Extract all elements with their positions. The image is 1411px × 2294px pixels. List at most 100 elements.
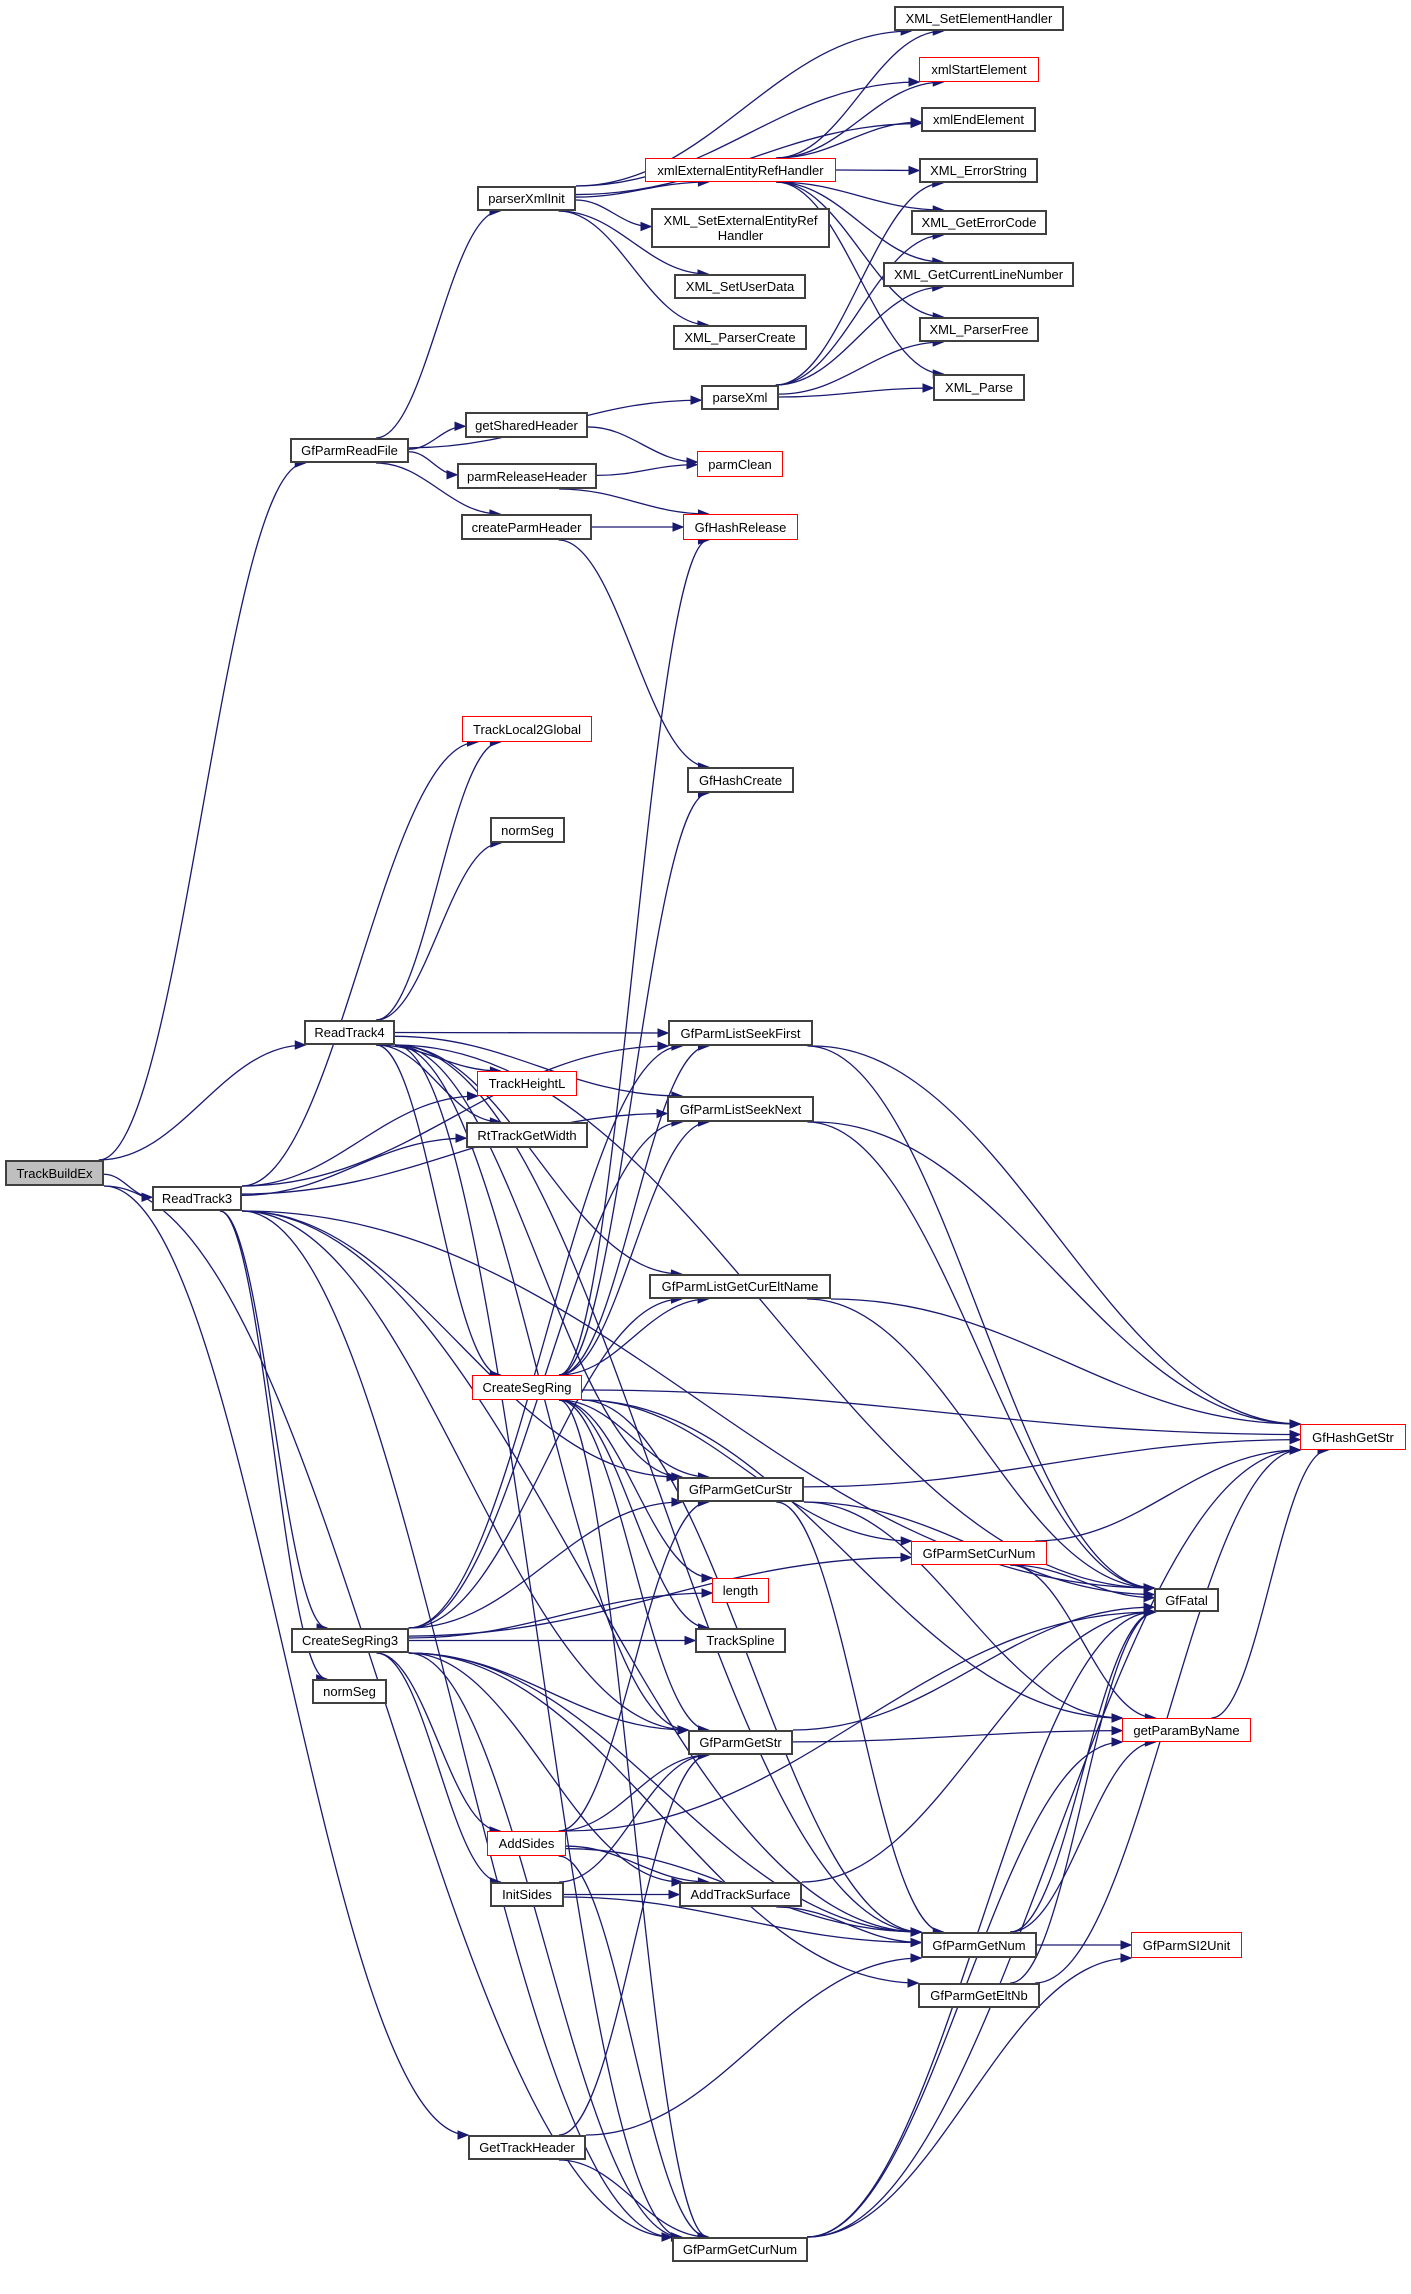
call-edge: [1035, 1449, 1301, 1542]
call-edge: [559, 1399, 709, 1629]
call-edge: [394, 1044, 682, 1275]
graph-node-gfparmgetnum[interactable]: GfParmGetNum: [921, 1932, 1037, 1958]
arrowhead-icon: [454, 421, 467, 432]
graph-node-xmlendelement[interactable]: xmlEndElement: [921, 107, 1036, 132]
graph-node-parsexml[interactable]: parseXml: [701, 385, 779, 410]
call-edge: [776, 1906, 922, 1944]
graph-node-gfhashrelease[interactable]: GfHashRelease: [683, 514, 798, 540]
call-edge: [803, 1501, 1123, 1719]
call-edge: [559, 1399, 713, 1579]
graph-node-readtrack4[interactable]: ReadTrack4: [304, 1020, 395, 1045]
graph-node-xml_setelementhandler[interactable]: XML_SetElementHandler: [894, 6, 1064, 31]
call-edge: [376, 462, 500, 515]
graph-node-rttrackgetwidth[interactable]: RtTrackGetWidth: [466, 1122, 588, 1148]
call-edge: [1211, 1449, 1329, 1719]
graph-node-trackbuildex[interactable]: TrackBuildEx: [5, 1160, 104, 1186]
graph-node-length[interactable]: length: [712, 1578, 769, 1603]
graph-node-gfparmgetcurnum[interactable]: GfParmGetCurNum: [672, 2237, 808, 2262]
graph-node-gfparmsi2unit[interactable]: GfParmSI2Unit: [1131, 1932, 1242, 1958]
graph-node-gfhashcreate[interactable]: GfHashCreate: [687, 767, 794, 793]
graph-node-gfparmgetcurstr[interactable]: GfParmGetCurStr: [677, 1477, 804, 1502]
call-edge: [219, 1210, 328, 1629]
call-edge: [806, 1957, 1132, 2238]
graph-node-createparmheader[interactable]: createParmHeader: [461, 514, 592, 540]
graph-node-xmlstartelement[interactable]: xmlStartElement: [919, 57, 1039, 82]
graph-node-xml_geterrorcode[interactable]: XML_GetErrorCode: [911, 210, 1047, 235]
arrowhead-icon: [910, 117, 923, 127]
call-edge: [241, 1210, 922, 1933]
call-edge: [581, 1399, 922, 1933]
graph-node-addsides[interactable]: AddSides: [487, 1831, 566, 1856]
graph-node-gfparmreadfile[interactable]: GfParmReadFile: [290, 438, 409, 463]
call-edge: [98, 1044, 306, 1161]
call-edge: [408, 1652, 922, 1933]
arrowhead-icon: [672, 522, 685, 532]
graph-node-gfparmlistseeknext[interactable]: GfParmListSeekNext: [667, 1096, 814, 1122]
call-edge: [408, 1652, 682, 1883]
graph-node-gfparmsetcurnum[interactable]: GfParmSetCurNum: [911, 1541, 1047, 1565]
graph-node-parmreleaseheader[interactable]: parmReleaseHeader: [457, 463, 597, 489]
graph-node-initsides[interactable]: InitSides: [490, 1882, 564, 1907]
arrowhead-icon: [1289, 1434, 1302, 1445]
call-edge: [408, 1045, 682, 1629]
graph-node-xml_setexternalentityrefhandler[interactable]: XML_SetExternalEntityRef Handler: [651, 208, 830, 248]
graph-node-xml_parserfree[interactable]: XML_ParserFree: [919, 317, 1039, 342]
call-edge: [776, 30, 944, 159]
graph-node-parserxmlinit[interactable]: parserXmlInit: [477, 186, 576, 211]
call-edge: [241, 1210, 678, 1478]
call-edge: [241, 1210, 1155, 1589]
graph-node-xml_getcurrentlinenumber[interactable]: XML_GetCurrentLineNumber: [883, 262, 1074, 287]
graph-node-xml_parse[interactable]: XML_Parse: [933, 374, 1025, 401]
call-edge: [408, 1556, 912, 1637]
call-edge: [241, 741, 478, 1187]
graph-node-trackspline[interactable]: TrackSpline: [695, 1628, 786, 1653]
call-edge: [1035, 1449, 1301, 1984]
graph-node-gfhashgetstr[interactable]: GfHashGetStr: [1300, 1424, 1406, 1450]
graph-node-createsegring3[interactable]: CreateSegRing3: [291, 1628, 409, 1653]
call-edge: [801, 1611, 1155, 1883]
call-edge: [376, 741, 501, 1021]
graph-node-getsharedheader[interactable]: getSharedHeader: [465, 412, 588, 438]
arrowhead-icon: [1289, 1445, 1302, 1455]
graph-node-readtrack3[interactable]: ReadTrack3: [152, 1186, 242, 1211]
call-edge: [563, 1896, 922, 1944]
graph-node-xmlexternalentityrefhandler[interactable]: xmlExternalEntityRefHandler: [645, 158, 836, 182]
call-edge: [558, 539, 709, 1376]
graph-node-trackheightl[interactable]: TrackHeightL: [477, 1071, 577, 1096]
arrowhead-icon: [1143, 1583, 1156, 1593]
graph-node-normseg2[interactable]: normSeg: [312, 1679, 387, 1704]
call-edge: [241, 1112, 668, 1195]
graph-node-gfparmgeteltnb[interactable]: GfParmGetEltNb: [918, 1983, 1040, 2008]
arrowhead-icon: [908, 165, 921, 176]
call-edge: [776, 1501, 944, 1933]
call-edge: [776, 81, 944, 159]
graph-node-xml_setuserdata[interactable]: XML_SetUserData: [674, 274, 806, 299]
graph-node-gffatal[interactable]: GfFatal: [1154, 1588, 1219, 1612]
graph-node-gfparmlistseekfirst[interactable]: GfParmListSeekFirst: [668, 1020, 813, 1046]
graph-node-createsegring[interactable]: CreateSegRing: [472, 1375, 582, 1400]
graph-node-normseg1[interactable]: normSeg: [490, 817, 565, 843]
graph-node-tracklocal2global[interactable]: TrackLocal2Global: [462, 716, 592, 742]
graph-node-addtracksurface[interactable]: AddTrackSurface: [679, 1882, 802, 1907]
call-edge: [558, 1298, 709, 1376]
graph-node-xml_parsercreate[interactable]: XML_ParserCreate: [673, 325, 807, 350]
call-edge: [778, 387, 934, 398]
graph-node-gfparmgetstr[interactable]: GfParmGetStr: [688, 1730, 793, 1755]
graph-node-xml_errorstring[interactable]: XML_ErrorString: [919, 158, 1038, 183]
call-edge: [775, 286, 943, 386]
arrowhead-icon: [900, 1552, 913, 1563]
arrowhead-icon: [701, 1588, 714, 1598]
call-edge: [812, 1045, 1301, 1425]
call-edge: [778, 341, 944, 395]
call-edge: [559, 1754, 709, 2136]
call-edge: [408, 1298, 682, 1629]
call-edge: [776, 181, 944, 375]
call-edge: [408, 1592, 713, 1639]
call-edge: [376, 210, 500, 439]
graph-node-getparambyname[interactable]: getParamByName: [1122, 1718, 1251, 1742]
graph-node-gfparmlistgetcureltname[interactable]: GfParmListGetCurEltName: [649, 1274, 831, 1299]
graph-node-parmclean[interactable]: parmClean: [697, 451, 783, 477]
graph-node-gettrackheader[interactable]: GetTrackHeader: [468, 2135, 586, 2160]
call-edge: [575, 199, 652, 228]
